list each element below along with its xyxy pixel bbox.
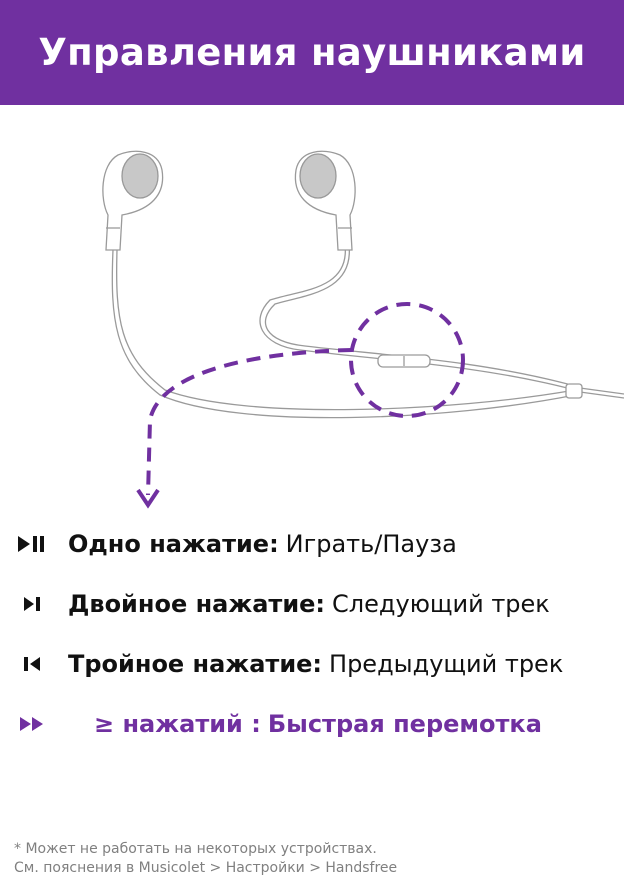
next-track-icon xyxy=(18,594,68,614)
control-result: Быстрая перемотка xyxy=(267,710,542,738)
highlight-circle xyxy=(349,302,465,418)
header-banner: Управления наушниками xyxy=(0,0,624,105)
control-row-single: Одно нажатие: Играть/Пауза xyxy=(18,530,457,558)
right-cable xyxy=(259,244,576,391)
earphones-illustration xyxy=(102,150,624,509)
control-row-triple: Тройное нажатие: Предыдущий трек xyxy=(18,650,563,678)
page-title: Управления наушниками xyxy=(38,31,586,74)
left-cable xyxy=(111,249,576,419)
cable-splitter xyxy=(565,383,583,399)
control-action: Двойное нажатие: xyxy=(68,590,326,618)
control-result: Следующий трек xyxy=(332,590,550,618)
control-result: Предыдущий трек xyxy=(329,650,564,678)
fast-forward-icon xyxy=(18,714,94,734)
control-row-many: ≥ нажатий : Быстрая перемотка xyxy=(18,710,542,738)
control-action: ≥ нажатий : xyxy=(94,710,261,738)
footnote-line-2: См. пояснения в Musicolet > Настройки > … xyxy=(14,860,398,876)
pointer-arrow xyxy=(146,348,353,496)
control-result: Играть/Пауза xyxy=(285,530,457,558)
previous-track-icon xyxy=(18,654,68,674)
control-action: Тройное нажатие: xyxy=(68,650,323,678)
footnote-line-1: * Может не работать на некоторых устройс… xyxy=(14,841,377,857)
control-action: Одно нажатие: xyxy=(68,530,279,558)
play-pause-icon xyxy=(18,534,68,554)
control-row-double: Двойное нажатие: Следующий трек xyxy=(18,590,550,618)
footnote: * Может не работать на некоторых устройс… xyxy=(14,840,397,878)
arrow-head-icon xyxy=(136,488,160,509)
